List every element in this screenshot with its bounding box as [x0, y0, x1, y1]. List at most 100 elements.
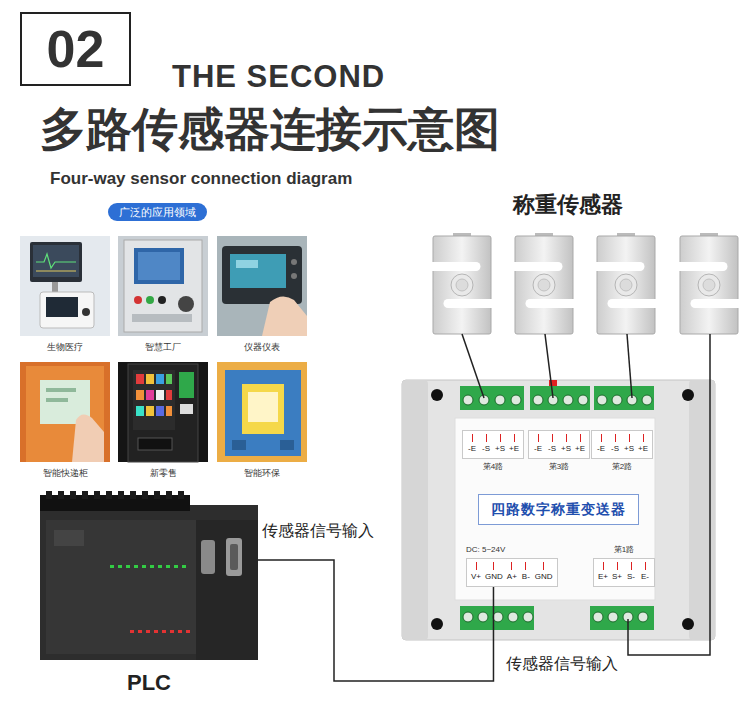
- terminal-strip: [495, 395, 505, 405]
- photo-factory: [134, 296, 142, 304]
- transmitter-body: [455, 418, 655, 600]
- sensor-wire: [627, 334, 632, 398]
- transmitter-body: [682, 618, 694, 630]
- plc-body: [230, 544, 238, 570]
- photo-locker: [20, 362, 110, 462]
- application-photo: 智能快递柜: [20, 362, 110, 479]
- photo-vending: [136, 406, 144, 416]
- pin-name: +S: [560, 434, 572, 454]
- application-photo: 仪器仪表: [217, 236, 307, 353]
- pin-name: +S: [494, 434, 506, 454]
- photo-instrument: [217, 236, 307, 336]
- plc-body: [82, 491, 88, 499]
- photo-eco: [242, 384, 284, 434]
- photo-factory: [124, 240, 202, 332]
- photo-caption: 生物医疗: [20, 342, 110, 353]
- load-cell: [514, 233, 574, 334]
- transmitter-body: [689, 380, 715, 640]
- photo-caption: 仪器仪表: [217, 342, 307, 353]
- plc-body: [138, 630, 142, 633]
- plc-body: [174, 565, 178, 568]
- terminal-strip: [478, 612, 488, 622]
- pin-name: S-: [625, 562, 637, 582]
- category-pill: 广泛的应用领域: [108, 203, 207, 221]
- callout-label: 传感器信号输入: [506, 654, 618, 673]
- device-title: 四路数字称重变送器: [478, 494, 639, 525]
- photo-eco: [217, 362, 307, 462]
- photo-vending: [180, 404, 193, 414]
- terminal-label: -E-S+S+E第3路: [528, 430, 590, 472]
- transmitter-body: [431, 389, 443, 401]
- diagram-title: 多路传感器连接示意图: [40, 104, 500, 155]
- label-panel: E+S+S-E-: [593, 558, 655, 587]
- terminal-strip: [638, 612, 648, 622]
- terminal-strip: [511, 395, 521, 405]
- photo-locker: [26, 366, 104, 462]
- photo-vending: [138, 438, 172, 450]
- photo-caption: 智能环保: [217, 468, 307, 479]
- plc-body: [178, 630, 182, 633]
- transmitter-body: [402, 380, 428, 640]
- plc-body: [130, 630, 134, 633]
- pin-name: +E: [508, 434, 520, 454]
- plc-body: [182, 565, 186, 568]
- channel-label: 第1路: [593, 545, 655, 555]
- photo-factory: [178, 296, 194, 312]
- callout-label: 传感器信号输入: [262, 521, 374, 540]
- photo-frame: [217, 362, 307, 462]
- photo-medical: [82, 308, 90, 316]
- terminal-strip: [642, 395, 652, 405]
- plc-body: [118, 491, 124, 499]
- pin-name: +S: [623, 434, 635, 454]
- pin-name: S+: [611, 562, 623, 582]
- application-photo: 新零售: [118, 362, 208, 479]
- photo-eco: [217, 362, 307, 462]
- photo-vending: [166, 390, 172, 400]
- terminal-strip: [593, 612, 603, 622]
- plc-body: [170, 630, 174, 633]
- photo-factory: [118, 236, 208, 336]
- terminal-strip: [594, 386, 654, 410]
- load-cell: [432, 233, 492, 334]
- terminal-strip: [612, 395, 622, 405]
- label-panel: -E-S+S+E: [462, 430, 524, 459]
- photo-vending: [133, 370, 175, 430]
- load-cell: [679, 233, 739, 334]
- plc-body: [166, 491, 172, 499]
- photo-vending: [136, 374, 144, 384]
- photo-instrument: [291, 259, 297, 265]
- photo-medical: [52, 282, 58, 292]
- plc-body: [201, 540, 215, 574]
- pin-name: +E: [574, 434, 586, 454]
- photo-instrument: [262, 296, 307, 336]
- plc-body: [196, 520, 258, 660]
- label-panel: -E-S+S+E: [528, 430, 590, 459]
- plc-caption: PLC: [40, 670, 258, 696]
- plc-body: [178, 491, 184, 499]
- photo-vending: [156, 406, 164, 416]
- section-number: 02: [47, 23, 105, 75]
- transmitter-body: [682, 389, 694, 401]
- plc-frame: [40, 495, 258, 660]
- pin-name: V+: [470, 562, 482, 582]
- plc-body: [186, 630, 190, 633]
- terminal-strip: [493, 612, 503, 622]
- photo-frame: [118, 362, 208, 462]
- photo-vending: [156, 390, 164, 400]
- photo-vending: [179, 372, 194, 398]
- plc-body: [118, 565, 122, 568]
- photo-factory: [118, 236, 208, 336]
- terminal-label: -E-S+S+E第2路: [591, 430, 653, 472]
- photo-vending: [128, 364, 198, 462]
- pin-name: A+: [506, 562, 518, 582]
- plc-body: [146, 630, 150, 633]
- terminal-strip: [530, 386, 590, 410]
- photo-medical: [20, 236, 110, 336]
- plc-body: [142, 491, 148, 499]
- photo-caption: 智能快递柜: [20, 468, 110, 479]
- terminal-label: 第1路 E+S+S-E-: [593, 545, 655, 587]
- terminal-strip: [460, 386, 524, 410]
- photo-eco: [280, 440, 294, 450]
- terminal-strip: [590, 606, 654, 630]
- sensor-wire: [545, 334, 553, 398]
